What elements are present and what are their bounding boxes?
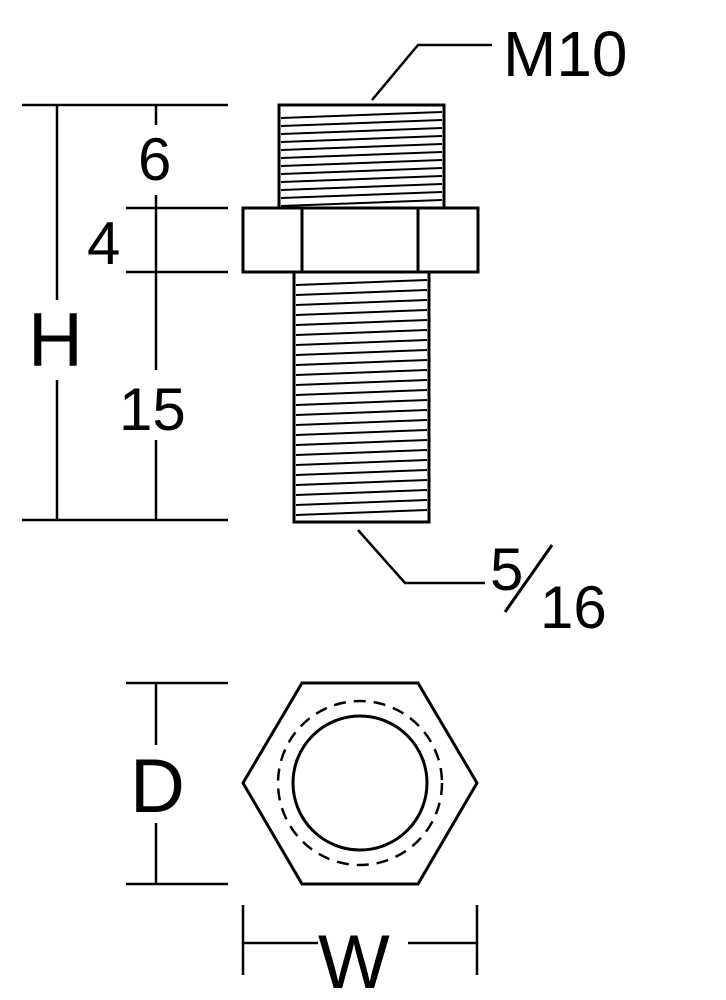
thread-line (280, 175, 443, 183)
thread-line (280, 151, 443, 159)
top-thread-lines (280, 111, 443, 207)
side-view (22, 43, 492, 585)
thread-line (295, 399, 428, 406)
thread-line (295, 339, 428, 346)
thread-line (295, 309, 428, 316)
m10-label: M10 (503, 18, 628, 90)
thread-line (295, 499, 428, 506)
bore-circle (291, 714, 429, 852)
thread-line (280, 183, 443, 191)
m10-leader (371, 43, 492, 101)
thread-line (295, 319, 428, 326)
d-label: D (130, 744, 185, 829)
thread-line (295, 289, 428, 296)
hex-nut (241, 206, 480, 274)
thread-line (280, 111, 443, 119)
end-view (126, 681, 479, 975)
bottom-thread-lines (295, 279, 428, 516)
thread-line (280, 143, 443, 151)
thread-line (280, 127, 443, 135)
fraction-slash (503, 544, 554, 613)
thread-5-16-leader (357, 529, 485, 585)
thread-line (295, 419, 428, 426)
thread-line (295, 349, 428, 356)
thread-line (295, 479, 428, 486)
thread-line (295, 359, 428, 366)
thread-line (295, 389, 428, 396)
thread-line (295, 409, 428, 416)
w-label: W (318, 920, 390, 1000)
hex-outline (241, 681, 479, 886)
thread-5-16-denominator: 16 (540, 574, 607, 641)
thread-line (295, 279, 428, 286)
thread-line (295, 469, 428, 476)
thread-line (295, 299, 428, 306)
thread-line (295, 429, 428, 436)
bottom-thread-body (292, 270, 431, 524)
thread-line (280, 159, 443, 167)
nut-length-label: 4 (87, 210, 120, 277)
top-length-label: 6 (138, 126, 171, 193)
thread-line (295, 459, 428, 466)
thread-line (295, 369, 428, 376)
thread-line (295, 449, 428, 456)
thread-circle-dashed (276, 699, 444, 867)
thread-line (295, 509, 428, 516)
thread-line (280, 135, 443, 143)
thread-line (295, 439, 428, 446)
thread-line (295, 489, 428, 496)
thread-line (295, 379, 428, 386)
thread-line (280, 199, 443, 207)
thread-line (280, 191, 443, 199)
h-label: H (28, 298, 83, 383)
thread-line (280, 167, 443, 175)
bottom-length-label: 15 (119, 376, 186, 443)
thread-line (280, 119, 443, 127)
thread-line (295, 329, 428, 336)
